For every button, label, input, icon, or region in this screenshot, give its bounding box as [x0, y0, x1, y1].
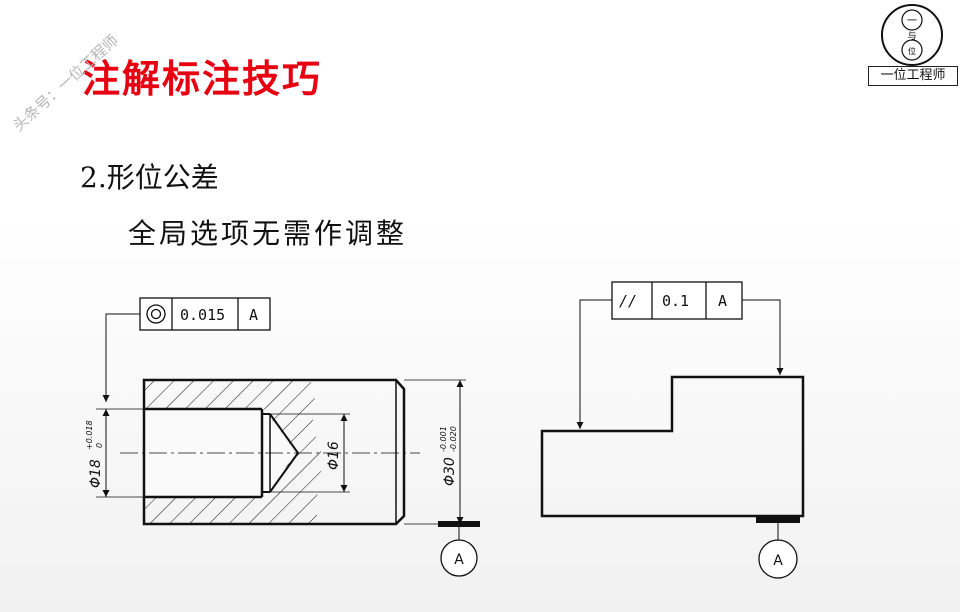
slide-title: 注解标注技巧	[82, 57, 323, 101]
dim-outer-upper: -0.001	[439, 426, 448, 452]
right-feature-control-frame: // 0.1 A	[611, 281, 743, 320]
dim-outer-lower: -0.020	[449, 426, 458, 452]
concentricity-icon	[146, 304, 166, 324]
dim-inner-text: Φ16	[326, 441, 342, 470]
seal-char-1: 一	[907, 16, 917, 27]
left-datum-label: A	[454, 552, 464, 568]
left-feature-control-frame: 0.015 A	[139, 297, 271, 331]
dim-bore-text: Φ18	[88, 459, 104, 488]
dim-bore-upper: +0.018	[85, 420, 94, 450]
seal-char-2: 与	[907, 31, 916, 42]
left-datum-ref: A	[249, 306, 258, 324]
logo-seal: 一 与 位	[881, 4, 943, 66]
left-datum-circle	[440, 539, 478, 577]
dim-outer-text: Φ30	[442, 457, 458, 486]
left-tolerance-value: 0.015	[180, 306, 225, 324]
section-subtitle: 2.形位公差	[80, 161, 219, 194]
right-datum-circle	[758, 539, 798, 579]
seal-char-3: 位	[908, 46, 916, 56]
right-datum-ref: A	[718, 292, 727, 310]
left-part-drawing: Φ18 +0.018 0 Φ16 Φ30 -0.001 -0.020 0.015…	[85, 297, 480, 577]
parallelism-icon: //	[619, 292, 637, 310]
right-tolerance-value: 0.1	[662, 292, 689, 310]
right-part-outline	[540, 375, 805, 518]
dim-bore-lower: 0	[95, 443, 104, 448]
section-note: 全局选项无需作调整	[128, 217, 408, 250]
logo-label: 一位工程师	[868, 66, 958, 86]
right-datum-label: A	[773, 553, 783, 569]
right-part-drawing: // 0.1 A A	[540, 281, 805, 579]
